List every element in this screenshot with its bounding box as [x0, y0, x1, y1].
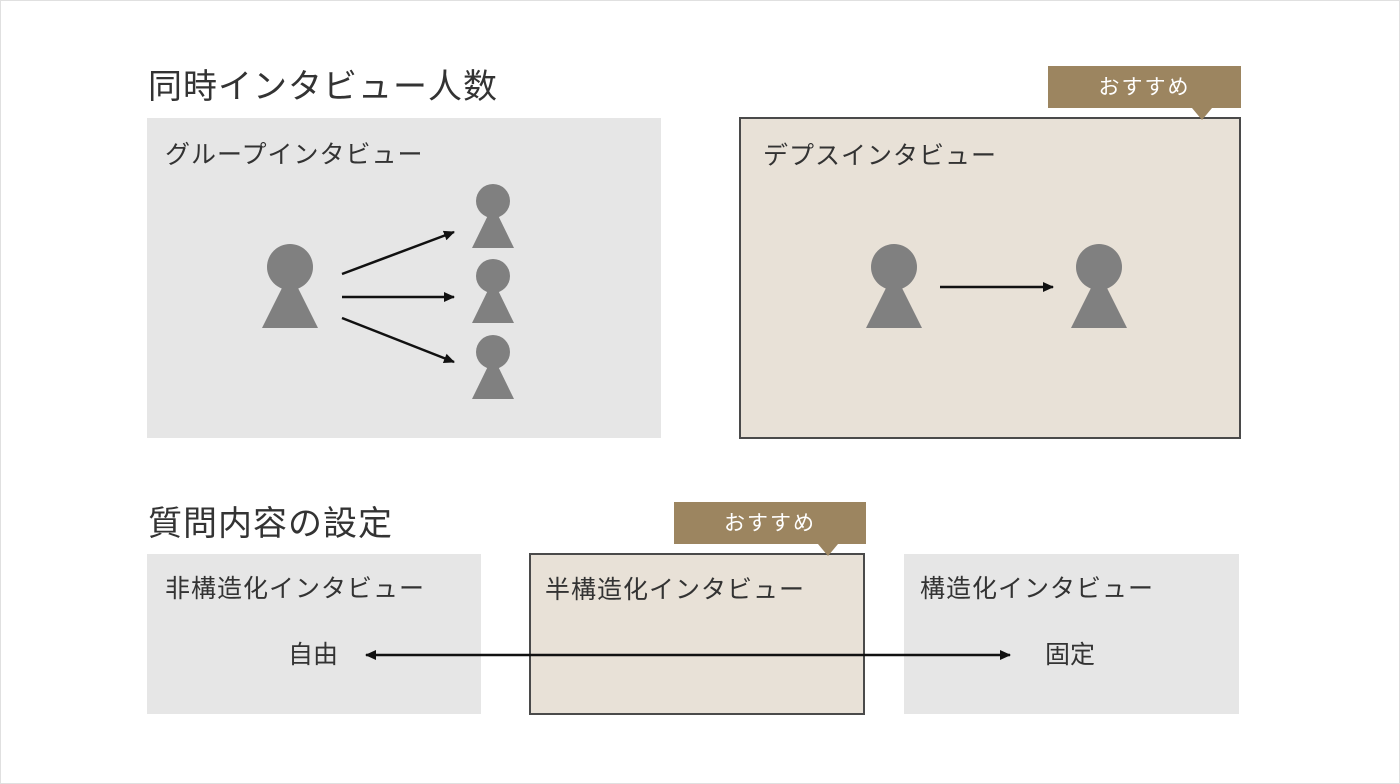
arrow-to-participant-3 [341, 316, 455, 364]
structured-interview-panel: 構造化インタビュー [904, 554, 1239, 714]
free-label: 自由 [288, 640, 339, 669]
participant-person-icon [472, 184, 514, 248]
group-interview-panel: グループインタビュー [147, 118, 661, 438]
depth-interview-panel: デプスインタビュー [739, 117, 1241, 439]
semi-structured-interview-panel: 半構造化インタビュー [529, 553, 865, 715]
section-title-concurrent: 同時インタビュー人数 [148, 67, 498, 107]
fixed-label: 固定 [1045, 640, 1096, 669]
interviewer-person-icon [866, 244, 922, 328]
participant-person-icon [1071, 244, 1127, 328]
participant-person-icon [472, 259, 514, 323]
section-title-question: 質問内容の設定 [148, 504, 393, 544]
recommend-badge-label: おすすめ [1098, 75, 1191, 99]
semi-structured-interview-label: 半構造化インタビュー [545, 575, 806, 604]
structured-interview-label: 構造化インタビュー [920, 574, 1155, 603]
group-interview-label: グループインタビュー [165, 140, 424, 169]
depth-interview-label: デプスインタビュー [763, 141, 998, 170]
interviewer-person-icon [262, 244, 318, 328]
recommend-badge-depth: おすすめ [1048, 66, 1241, 120]
unstructured-interview-label: 非構造化インタビュー [165, 574, 426, 603]
arrow-to-participant-1 [341, 230, 455, 276]
participant-person-icon [472, 335, 514, 399]
recommend-badge-label: おすすめ [724, 511, 816, 535]
recommend-badge-semi-structured: おすすめ [674, 502, 866, 556]
unstructured-interview-panel: 非構造化インタビュー [147, 554, 481, 714]
